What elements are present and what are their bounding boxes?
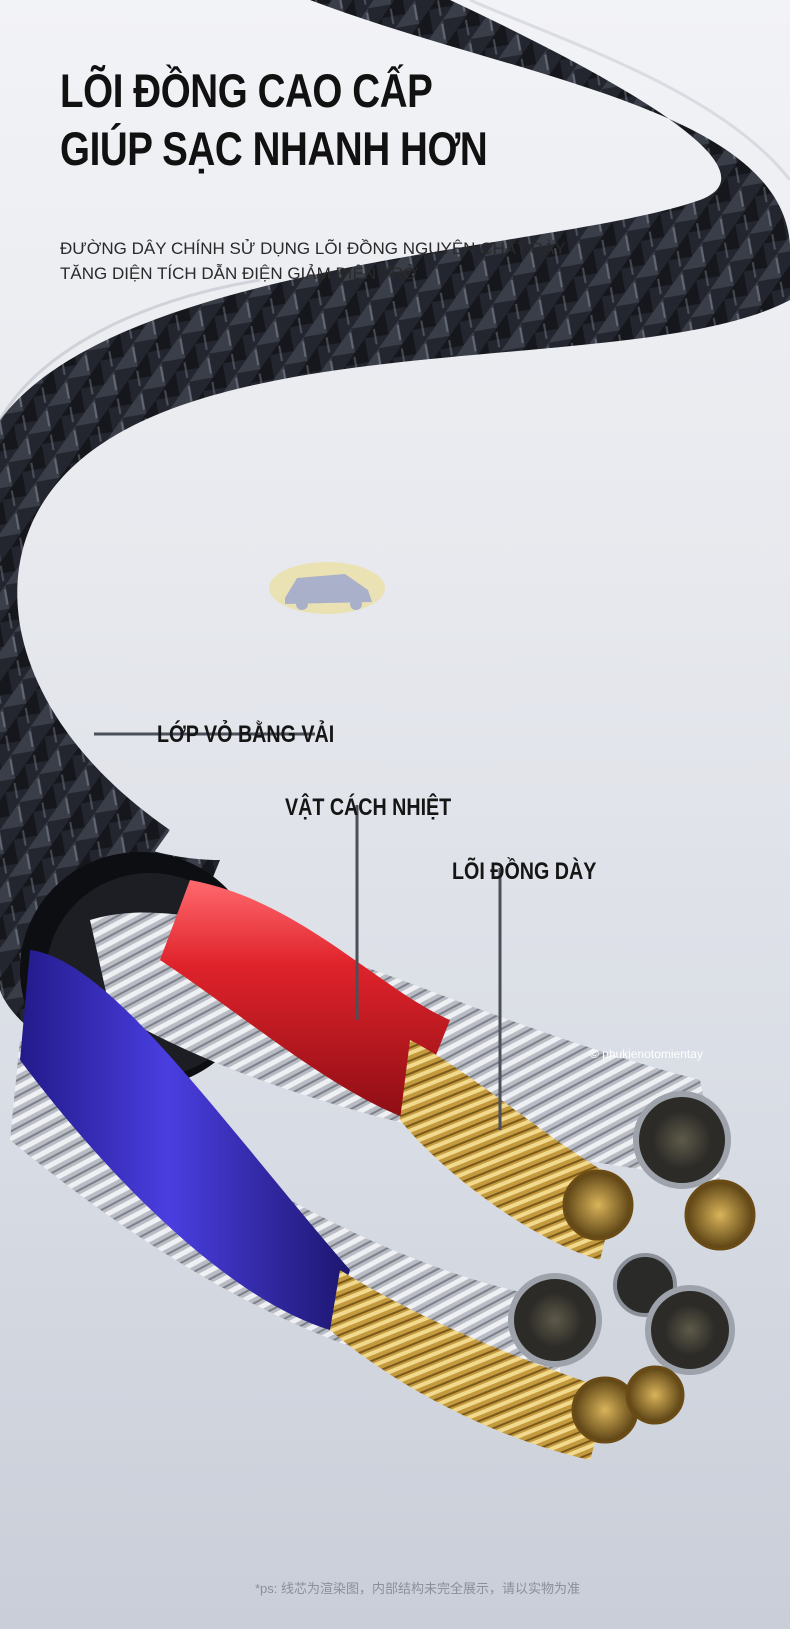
subtext-line-2: TĂNG DIỆN TÍCH DẪN ĐIỆN GIẢM ĐIỆN TRỞ xyxy=(60,264,418,283)
callout-insulator: VẬT CÁCH NHIỆT xyxy=(285,794,452,821)
inner-conductors xyxy=(10,880,720,1460)
callout-fabric-shell: LỚP VỎ BẰNG VẢI xyxy=(157,721,335,748)
car-logo-icon xyxy=(269,562,385,614)
headline: LÕI ĐỒNG CAO CẤP GIÚP SẠC NHANH HƠN xyxy=(60,62,488,178)
callout-copper-core: LÕI ĐỒNG DÀY xyxy=(452,858,597,885)
footnote: *ps: 线芯为渲染图，内部结构未完全展示，请以实物为准 xyxy=(255,1581,581,1596)
headline-line-1: LÕI ĐỒNG CAO CẤP xyxy=(60,64,433,117)
leader-lines xyxy=(94,732,502,1130)
subtext-line-1: ĐƯỜNG DÂY CHÍNH SỬ DỤNG LÕI ĐỒNG NGUYÊN … xyxy=(60,239,566,258)
subtext: ĐƯỜNG DÂY CHÍNH SỬ DỤNG LÕI ĐỒNG NGUYÊN … xyxy=(60,236,566,286)
watermark-credit: © phukienotomientay xyxy=(590,1047,703,1061)
headline-line-2: GIÚP SẠC NHANH HƠN xyxy=(60,122,488,175)
strand-ends xyxy=(508,1091,756,1444)
